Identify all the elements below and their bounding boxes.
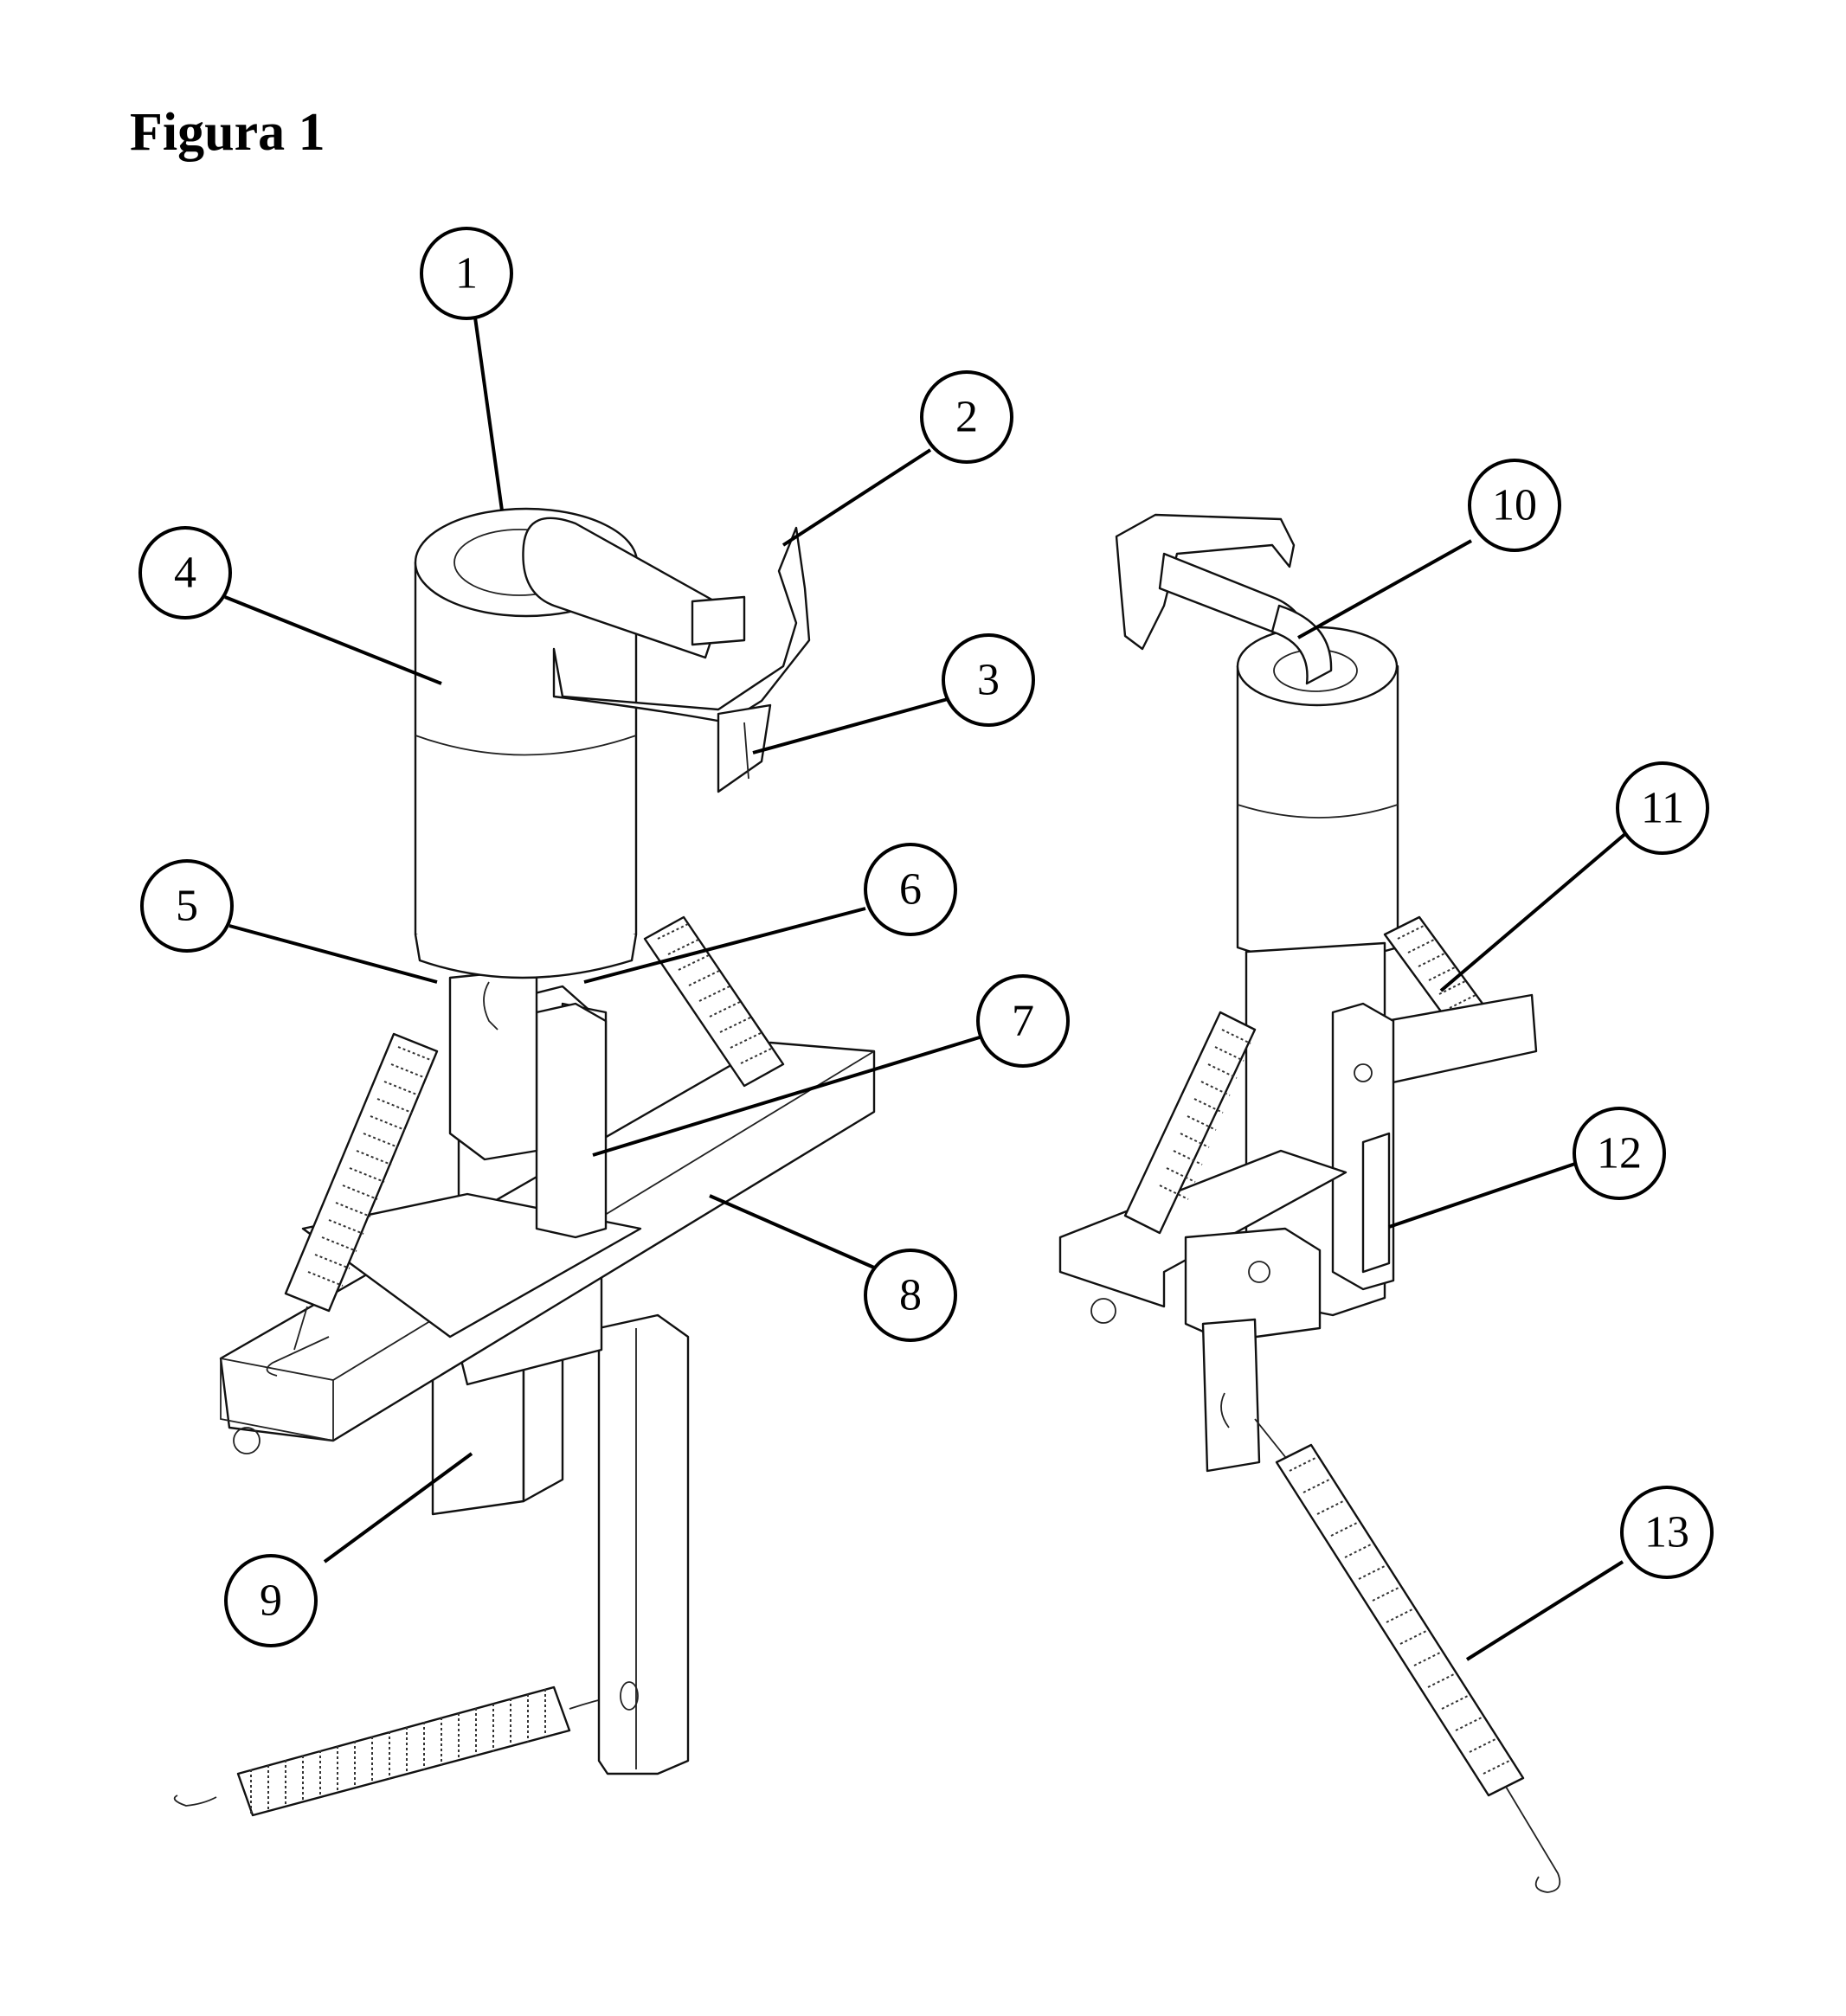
callout-2: 2 xyxy=(920,370,1013,464)
left-lower-spring xyxy=(173,1685,618,1817)
callout-12-label: 12 xyxy=(1597,1129,1642,1178)
leader-6 xyxy=(583,907,866,984)
callout-12: 12 xyxy=(1573,1107,1666,1200)
left-handle xyxy=(552,526,811,793)
leader-5 xyxy=(228,924,438,984)
callout-11: 11 xyxy=(1616,761,1709,855)
callout-2-label: 2 xyxy=(955,393,978,442)
callout-3: 3 xyxy=(942,633,1035,727)
left-vertical-lever xyxy=(597,1313,690,1775)
right-stem xyxy=(1201,1318,1261,1473)
leader-9 xyxy=(323,1452,473,1563)
callout-8-label: 8 xyxy=(899,1271,922,1320)
callout-10: 10 xyxy=(1468,459,1561,552)
callout-4-label: 4 xyxy=(174,549,196,598)
left-assembly xyxy=(173,507,876,1817)
right-plate xyxy=(1058,1149,1348,1308)
callout-11-label: 11 xyxy=(1641,784,1684,833)
callout-5: 5 xyxy=(140,859,234,953)
callout-7-label: 7 xyxy=(1012,997,1034,1046)
left-cylinder xyxy=(414,507,724,979)
callout-1-label: 1 xyxy=(455,249,478,299)
right-lower-spring xyxy=(1254,1418,1561,1893)
leader-13 xyxy=(1465,1560,1624,1661)
leader-11 xyxy=(1439,831,1629,992)
callout-13-label: 13 xyxy=(1644,1508,1689,1557)
callout-6: 6 xyxy=(864,843,957,936)
leader-8 xyxy=(709,1194,875,1269)
callout-13: 13 xyxy=(1620,1486,1714,1579)
leader-3 xyxy=(752,697,949,754)
callout-3-label: 3 xyxy=(977,656,1000,705)
leader-7 xyxy=(592,1035,983,1157)
leader-4 xyxy=(224,595,442,685)
callout-10-label: 10 xyxy=(1492,481,1537,530)
callout-9-label: 9 xyxy=(260,1576,282,1626)
leader-12 xyxy=(1388,1162,1576,1229)
leader-10 xyxy=(1297,539,1472,639)
callout-1: 1 xyxy=(420,227,513,320)
callout-8: 8 xyxy=(864,1249,957,1342)
figure-title: Figura 1 xyxy=(130,103,325,162)
left-rear-spring xyxy=(643,915,785,1088)
callout-9: 9 xyxy=(224,1554,318,1647)
right-diagonal-spring xyxy=(1123,1011,1257,1235)
leader-1 xyxy=(473,317,504,511)
callout-5-label: 5 xyxy=(176,882,198,931)
left-diagonal-spring xyxy=(284,1032,439,1351)
leader-lines xyxy=(224,317,1629,1661)
callout-6-label: 6 xyxy=(899,865,922,915)
leader-2 xyxy=(781,448,932,547)
right-cylinder xyxy=(1236,604,1399,962)
callout-4: 4 xyxy=(138,526,232,620)
right-assembly xyxy=(1058,513,1561,1893)
callout-7: 7 xyxy=(976,974,1070,1068)
